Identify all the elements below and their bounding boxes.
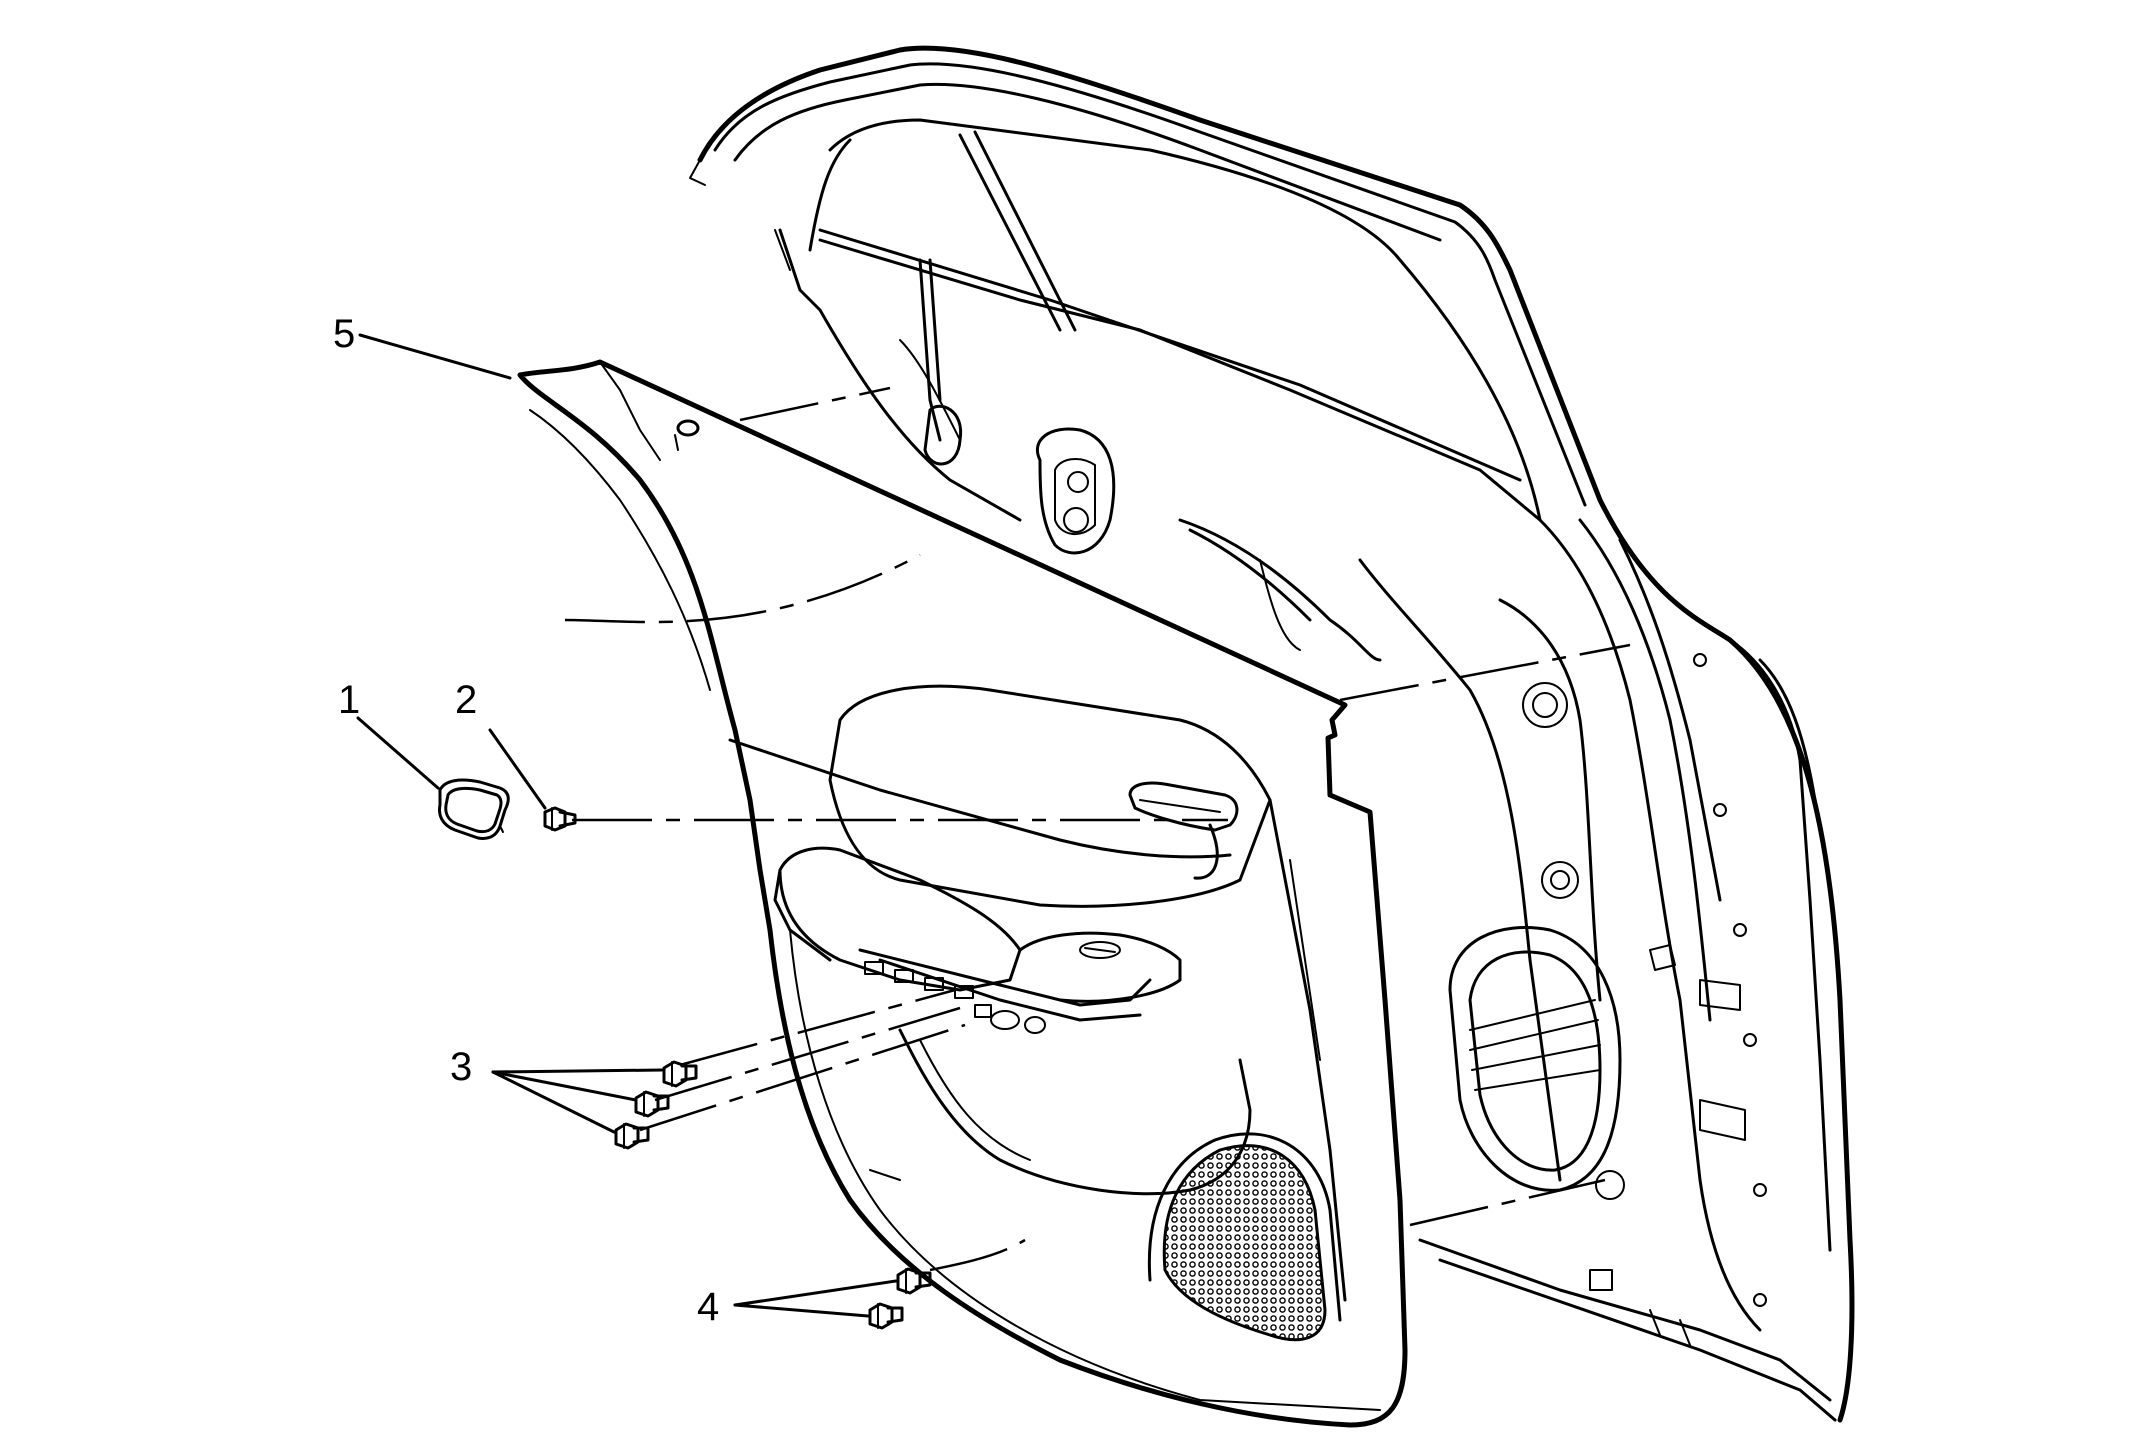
part-4-screws [868, 1267, 932, 1330]
door-frame [689, 45, 1855, 1423]
callout-2: 2 [455, 678, 477, 722]
part-2-screw [543, 806, 577, 832]
screw-3a [662, 1060, 698, 1088]
callout-4: 4 [697, 1285, 719, 1329]
fastener-alignment-lines [564, 386, 1631, 1272]
part-1-cover-plug [438, 778, 510, 840]
screw-3b [634, 1090, 670, 1118]
callout-3: 3 [450, 1045, 472, 1089]
door-trim-panel [517, 359, 1408, 1428]
screw-4b [868, 1302, 904, 1330]
callout-5: 5 [333, 312, 355, 356]
callout-labels: 5 1 2 3 4 [333, 312, 719, 1329]
part-3-screws [614, 1060, 698, 1150]
screw-3c [614, 1122, 650, 1150]
callout-1: 1 [338, 678, 360, 722]
screw-4a [896, 1267, 932, 1295]
callout-leaders [356, 333, 898, 1318]
